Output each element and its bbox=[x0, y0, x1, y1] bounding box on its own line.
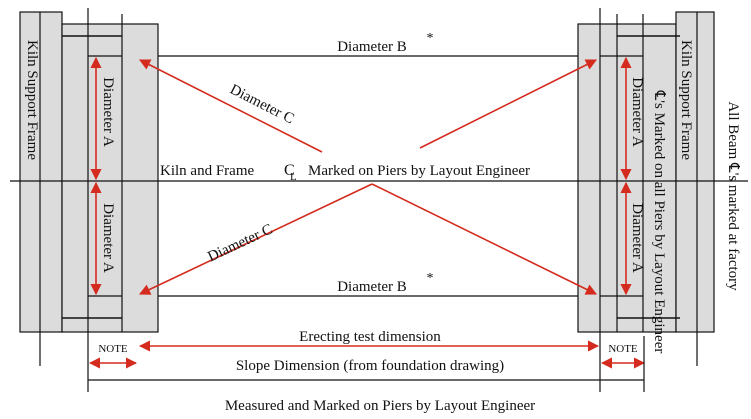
diameter-b-bottom-label: Diameter B bbox=[337, 279, 407, 295]
diameter-c-upper-arrow-segment bbox=[139, 59, 323, 153]
diameter-c-lower-arrow-segment bbox=[138, 183, 373, 295]
left-frame-inner-panel bbox=[61, 23, 159, 333]
centerline-caption: Kiln and Frame bbox=[160, 163, 254, 179]
centerline-symbol-l: L bbox=[290, 171, 297, 183]
diameter-a-upper-left-label: Diameter A bbox=[100, 77, 116, 147]
diameter-a-lower-right-label: Diameter A bbox=[629, 203, 645, 273]
kiln-support-frame-left-label: Kiln Support Frame bbox=[24, 40, 40, 160]
diameter-c-lower-label: Diameter C bbox=[205, 221, 275, 265]
slope-dimension-label: Slope Dimension (from foundation drawing… bbox=[236, 358, 504, 374]
diameter-c-upper-label: Diameter C bbox=[227, 82, 296, 128]
erecting-test-dimension-label: Erecting test dimension bbox=[299, 329, 441, 345]
right-frame-outer-panel bbox=[675, 11, 715, 333]
diameter-b-top-marker: * bbox=[427, 31, 434, 46]
kiln-support-frame-right-label: Kiln Support Frame bbox=[678, 40, 694, 160]
footer-caption: Measured and Marked on Piers by Layout E… bbox=[225, 398, 535, 414]
note-left-label: NOTE bbox=[98, 343, 128, 355]
diameter-a-lower-left-label: Diameter A bbox=[100, 203, 116, 273]
left-kiln-support-frame: Kiln Support Frame bbox=[19, 8, 159, 392]
centerline-caption-head: Kiln and Frame bbox=[160, 163, 254, 179]
diameter-c-lower-arrow-segment-right bbox=[371, 183, 598, 295]
centerline-marked-on-piers-vertical-note: ℄'s Marked on all Piers by Layout Engine… bbox=[651, 90, 667, 354]
diameter-b-top-label: Diameter B bbox=[337, 39, 407, 55]
note-right-label: NOTE bbox=[608, 343, 638, 355]
diameter-a-upper-right-label: Diameter A bbox=[629, 77, 645, 147]
left-frame-outer-panel bbox=[19, 11, 63, 333]
centerline-caption-tail: Marked on Piers by Layout Engineer bbox=[308, 163, 530, 179]
diameter-c-upper-arrow-segment-right bbox=[419, 59, 598, 149]
right-kiln-support-frame: Kiln Support Frame ℄'s Marked on all Pie… bbox=[577, 8, 715, 392]
centerline-symbol: C L bbox=[284, 162, 297, 183]
centerline-symbol-c: C bbox=[284, 162, 295, 179]
diameter-b-bottom-marker: * bbox=[427, 271, 434, 286]
beam-centerlines-marked-at-factory-note: All Beam ℄'s marked at factory bbox=[725, 101, 741, 291]
